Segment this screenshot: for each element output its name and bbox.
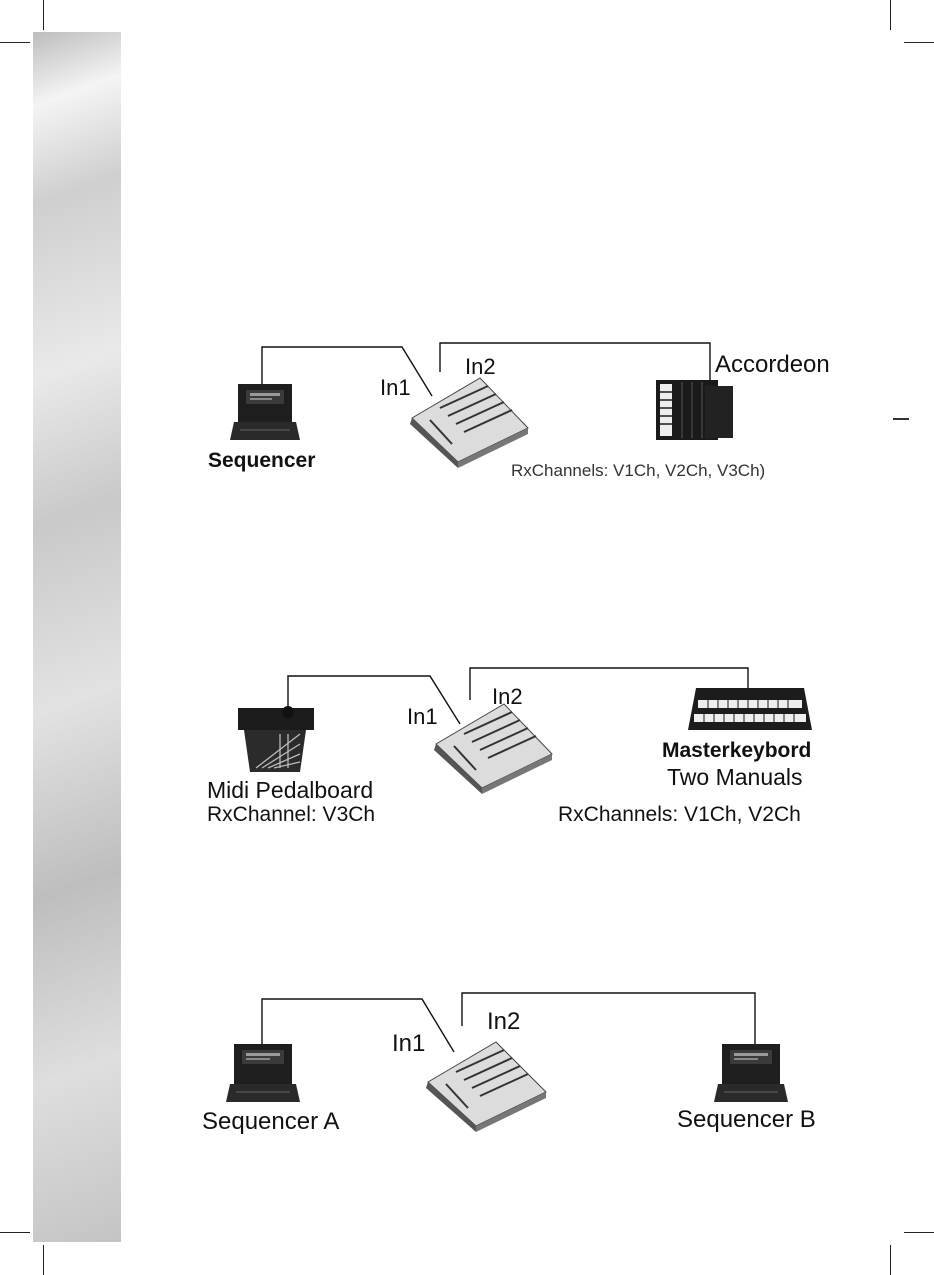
sequencer-b-laptop-icon [714, 1044, 788, 1102]
in2-label: In2 [487, 1010, 520, 1034]
diagram-two-sequencers: In2 In1 Sequencer A Sequencer B [0, 0, 934, 1150]
sequencer-a-label: Sequencer A [202, 1110, 339, 1134]
crop-mark [0, 1232, 30, 1233]
crop-mark [43, 1245, 44, 1275]
sequencer-b-label: Sequencer B [677, 1108, 816, 1132]
crop-mark [904, 1232, 934, 1233]
crop-mark [890, 1245, 891, 1275]
midi-merger-device-icon [426, 1042, 546, 1132]
diagram-3-graphics [0, 0, 934, 1150]
sequencer-a-laptop-icon [226, 1044, 300, 1102]
in1-label: In1 [392, 1032, 425, 1056]
